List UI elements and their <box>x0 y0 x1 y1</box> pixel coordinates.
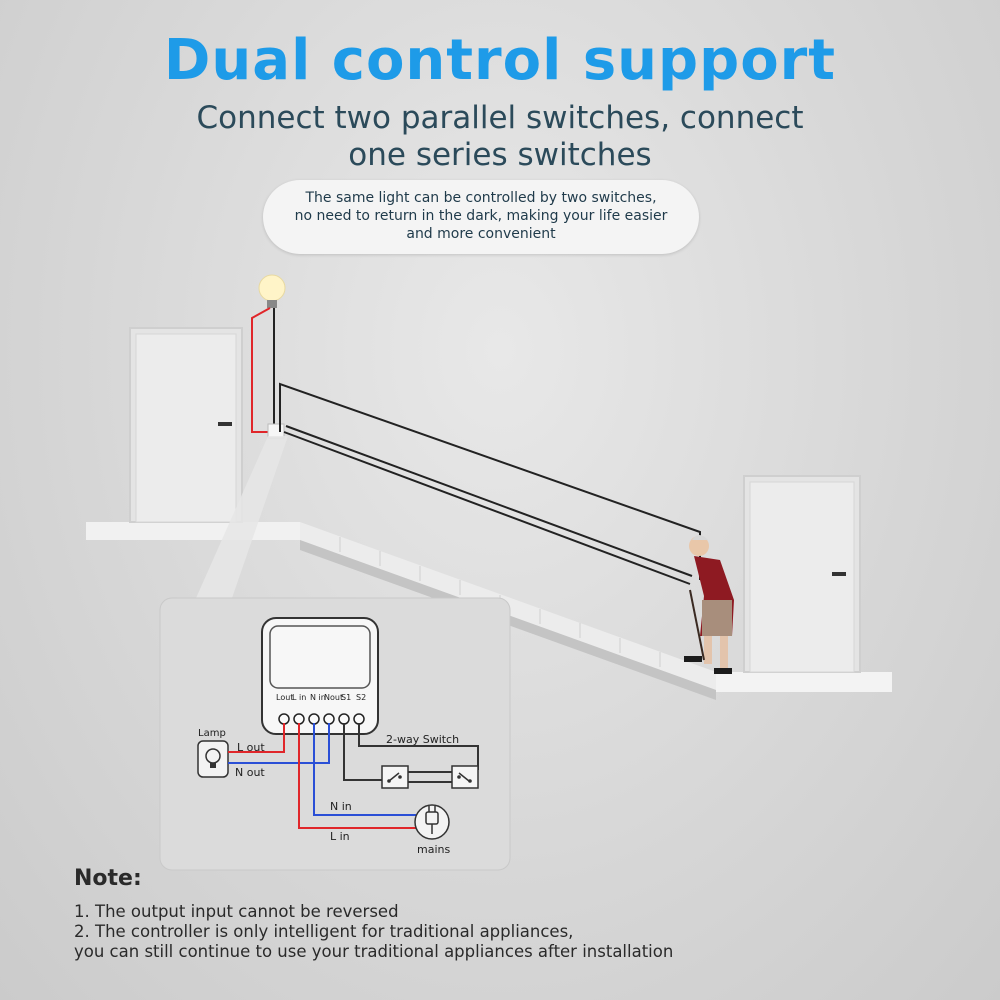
l-in-label: L in <box>330 830 350 843</box>
upper-door <box>135 333 237 523</box>
upper-switch <box>267 423 285 439</box>
traveller-wire-2 <box>283 431 691 585</box>
terminal-label-s2: S2 <box>356 693 366 702</box>
info-pill: The same light can be controlled by two … <box>263 180 699 254</box>
terminal-label-nout: Nout <box>324 693 343 702</box>
lamp-label: Lamp <box>198 728 226 739</box>
l-out-wire <box>228 723 285 753</box>
wall-live-wire <box>251 307 271 433</box>
note-line-2: 2. The controller is only intelligent fo… <box>74 922 574 941</box>
n-out-wire <box>228 723 330 764</box>
subtitle-line-1: Connect two parallel switches, connect <box>196 100 804 136</box>
callout-beam <box>196 436 288 598</box>
info-pill-text: The same light can be controlled by two … <box>294 190 668 242</box>
light-bulb-icon <box>258 274 286 302</box>
lower-door <box>749 481 855 673</box>
bulb-socket <box>267 300 277 308</box>
upper-door-handle <box>218 422 232 426</box>
terminal-label-s1: S1 <box>341 693 351 702</box>
lamp-box <box>197 740 229 778</box>
terminal-label-nin: N in <box>310 693 326 702</box>
upper-floor-slab <box>86 522 300 540</box>
terminal-label-lin: L in <box>292 693 306 702</box>
s1-wire <box>343 723 382 781</box>
mains-plug-icon <box>414 804 450 840</box>
page-subtitle: Connect two parallel switches, connect o… <box>150 100 850 174</box>
subtitle-line-2: one series switches <box>348 137 652 173</box>
s2-wire <box>358 723 479 770</box>
l-out-label: L out <box>237 741 265 754</box>
lamp-bulb-base <box>210 763 216 768</box>
module-face <box>269 625 371 689</box>
terminal-screws <box>278 713 365 725</box>
traveller-wire-3 <box>285 425 693 577</box>
smart-switch-module <box>261 617 379 735</box>
l-in-wire <box>298 723 416 829</box>
page-title: Dual control support <box>163 28 837 93</box>
note-line-3: you can still continue to use your tradi… <box>74 942 674 961</box>
n-out-label: N out <box>235 766 265 779</box>
n-in-wire <box>313 723 416 816</box>
terminal-label-lout: Lout <box>276 693 293 702</box>
note-line-1: 1. The output input cannot be reversed <box>74 902 399 921</box>
n-in-label: N in <box>330 800 352 813</box>
elderly-woman-figure <box>684 535 734 674</box>
two-way-switch-label: 2-way Switch <box>386 733 459 746</box>
lower-floor-slab <box>716 672 892 692</box>
mains-label: mains <box>417 843 450 856</box>
note-heading: Note: <box>74 866 142 891</box>
traveller-wire-1 <box>279 382 701 580</box>
lower-door-handle <box>832 572 846 576</box>
